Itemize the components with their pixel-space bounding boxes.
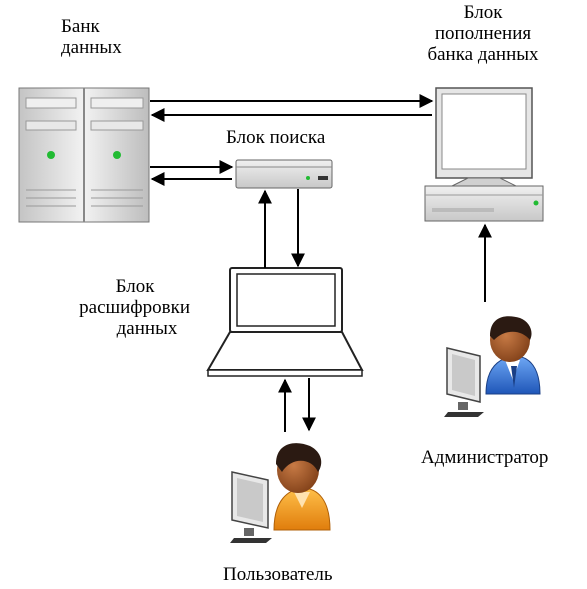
server-rack-icon [18, 87, 150, 223]
label-decode-line3: данных [116, 318, 178, 339]
label-decode-line2: расшифровки [79, 297, 190, 318]
label-replenish-block: Блок пополнения банка данных [400, 2, 566, 65]
desktop-computer-icon [424, 87, 544, 222]
label-administrator: Администратор [421, 447, 549, 468]
label-data-bank: Банк данных [61, 16, 122, 58]
label-decode-block: Блок расшифровки данных [60, 276, 190, 339]
connection-arrows [150, 94, 492, 432]
admin-figure [444, 316, 541, 417]
label-search-block: Блок поиска [226, 127, 326, 148]
label-user: Пользователь [223, 564, 333, 585]
label-replenish-line1: Блок [463, 2, 503, 23]
label-decode-line1: Блок [115, 276, 155, 297]
user-monitor-icon [230, 471, 272, 543]
admin-monitor-icon [444, 347, 484, 417]
label-data-bank-line2: данных [61, 37, 122, 58]
desktop-unit-icon [235, 159, 333, 189]
label-data-bank-line1: Банк [61, 16, 100, 37]
label-replenish-line3: банка данных [427, 44, 539, 65]
label-replenish-line2: пополнения [434, 23, 532, 44]
user-figure [230, 443, 331, 543]
laptop-icon [206, 267, 364, 377]
